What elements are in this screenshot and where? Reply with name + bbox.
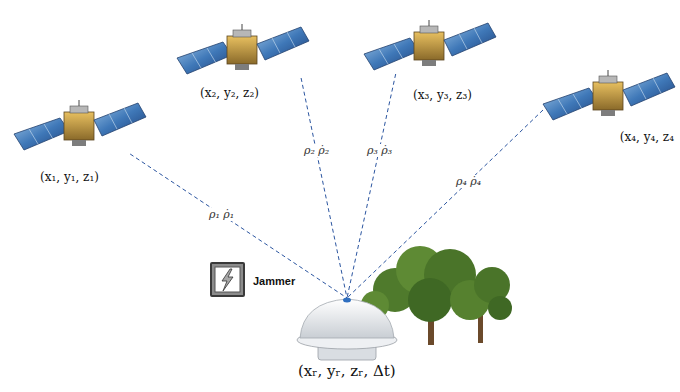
signal-path	[347, 74, 396, 298]
pseudorange-label: ρ₂ ρ̇₂	[303, 144, 330, 157]
signal-path	[347, 110, 543, 298]
device-label: Jammer	[253, 275, 295, 287]
pseudorange-label: ρ₄ ρ̇₄	[455, 175, 482, 188]
coordinate-label: (x₂, y₂, z₂)	[200, 86, 259, 100]
satellite-icon	[543, 70, 675, 120]
receiver-antenna	[297, 298, 397, 361]
satellite-node: (x₄, y₄, z₄	[543, 68, 676, 124]
coordinate-label: (x₄, y₄, z₄	[620, 130, 674, 144]
coordinate-label: (x₁, y₁, z₁)	[40, 170, 99, 184]
coordinate-label: (x₃, y₃, z₃)	[413, 88, 472, 102]
satellite-icon	[14, 100, 146, 150]
pseudorange-label: ρ₁ ρ̇₁	[208, 208, 235, 221]
satellite-node: (x₃, y₃, z₃)	[364, 18, 496, 74]
receiver-node: (xᵣ, yᵣ, zᵣ, Δt)	[300, 298, 394, 360]
coordinate-label: (xᵣ, yᵣ, zᵣ, Δt)	[298, 362, 396, 380]
satellite-icon	[177, 24, 309, 74]
jammer-box: Jammer	[210, 262, 245, 297]
signal-path	[130, 154, 347, 298]
satellite-icon	[364, 20, 496, 70]
signal-path	[301, 78, 347, 298]
satellite-node: (x₁, y₁, z₁)	[14, 98, 146, 154]
lightning-icon	[212, 264, 243, 295]
pseudorange-label: ρ₃ ρ̇₃	[366, 144, 393, 157]
satellite-node: (x₂, y₂, z₂)	[177, 22, 309, 78]
